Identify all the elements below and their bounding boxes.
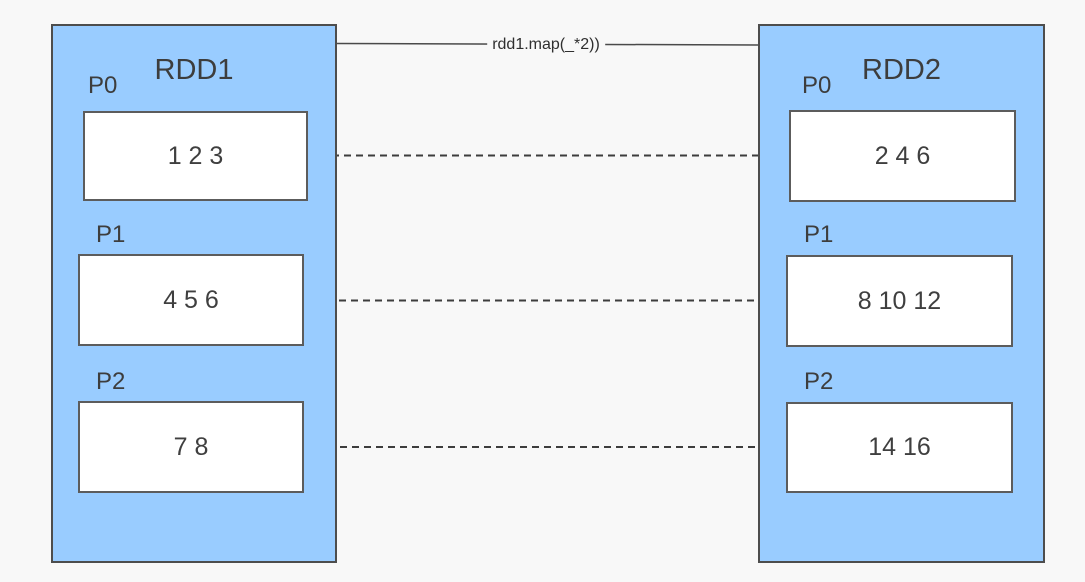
rdd2-partition-p2-box: 14 16 xyxy=(786,402,1013,493)
rdd1-partition-p0-label: P0 xyxy=(88,72,118,99)
rdd1-title: RDD1 xyxy=(154,54,234,86)
rdd1-partition-p2-box: 7 8 xyxy=(78,401,304,493)
arrow-p1 xyxy=(303,294,787,307)
rdd1-partition-p1-label: P1 xyxy=(96,221,126,248)
rdd1-partition-p2-values: 7 8 xyxy=(173,432,209,461)
rdd2-partition-p1-label: P1 xyxy=(804,221,834,248)
rdd2-partition-p0-values: 2 4 6 xyxy=(874,141,931,170)
rdd1-partition-p0-values: 1 2 3 xyxy=(167,141,224,170)
rdd1-partition-p1-box: 4 5 6 xyxy=(78,254,304,346)
rdd1-partition-p1-values: 4 5 6 xyxy=(163,285,219,314)
rdd2-partition-p1-values: 8 10 12 xyxy=(857,286,942,315)
arrow-p0 xyxy=(308,149,790,162)
map-transformation-label: rdd1.map(_*2)) xyxy=(487,36,605,54)
rdd2-partition-p2-values: 14 16 xyxy=(868,433,931,461)
rdd2-partition-p2-label: P2 xyxy=(804,368,834,395)
rdd2-partition-p1-box: 8 10 12 xyxy=(786,255,1013,347)
arrow-p2 xyxy=(304,440,787,454)
rdd2-partition-p0-box: 2 4 6 xyxy=(789,110,1016,202)
rdd1-partition-p0-box: 1 2 3 xyxy=(83,111,308,201)
rdd2-title: RDD2 xyxy=(862,54,941,86)
rdd1-partition-p2-label: P2 xyxy=(96,368,126,395)
rdd2-partition-p0-label: P0 xyxy=(802,72,832,99)
